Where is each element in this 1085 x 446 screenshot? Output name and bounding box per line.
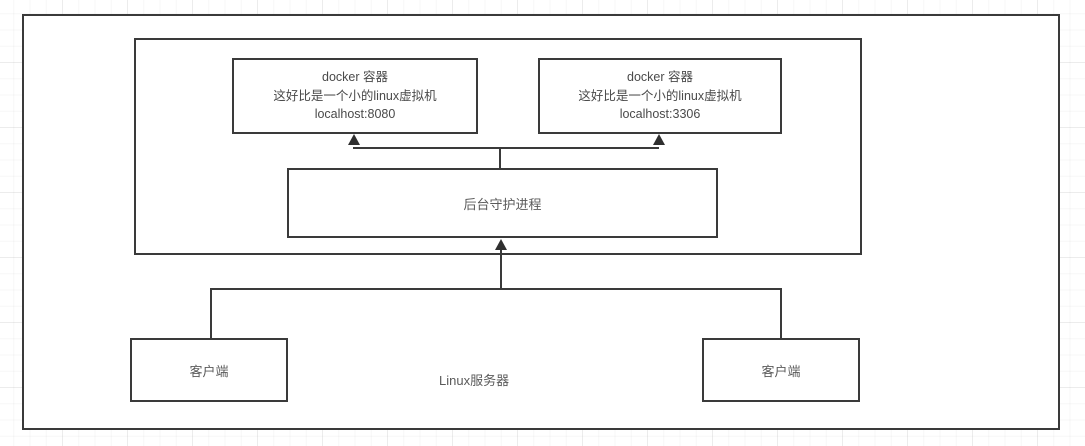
client-box-2[interactable]: 客户端 (702, 338, 860, 402)
arrow-to-container-2-icon (653, 134, 665, 145)
clients-bus (210, 288, 782, 290)
docker-container-1-labels: docker 容器 这好比是一个小的linux虚拟机 localhost:808… (273, 68, 436, 124)
client-1-drop-line (210, 288, 212, 338)
docker-container-2-title: docker 容器 (627, 69, 693, 84)
clients-to-daemon-riser (500, 250, 502, 289)
client-2-drop-line (780, 288, 782, 338)
docker-container-1-description: 这好比是一个小的linux虚拟机 (273, 88, 437, 103)
docker-container-2-address: localhost:3306 (619, 107, 701, 122)
docker-container-2-description: 这好比是一个小的linux虚拟机 (578, 88, 742, 103)
client-2-label: 客户端 (761, 363, 801, 379)
client-1-label: 客户端 (189, 363, 229, 379)
arrow-to-daemon-icon (495, 239, 507, 250)
daemon-process-box[interactable]: 后台守护进程 (287, 168, 718, 238)
arrow-to-container-1-icon (348, 134, 360, 145)
docker-container-box-1[interactable]: docker 容器 这好比是一个小的linux虚拟机 localhost:808… (232, 58, 478, 134)
daemon-process-label: 后台守护进程 (463, 196, 542, 212)
client-box-1[interactable]: 客户端 (130, 338, 288, 402)
docker-container-1-address: localhost:8080 (314, 107, 396, 122)
daemon-to-bus-stub (499, 147, 501, 170)
docker-container-box-2[interactable]: docker 容器 这好比是一个小的linux虚拟机 localhost:330… (538, 58, 782, 134)
linux-server-label: Linux服务器 (439, 373, 510, 388)
docker-container-1-title: docker 容器 (322, 69, 388, 84)
docker-container-2-labels: docker 容器 这好比是一个小的linux虚拟机 localhost:330… (578, 68, 741, 124)
daemon-to-containers-bus (353, 147, 659, 149)
